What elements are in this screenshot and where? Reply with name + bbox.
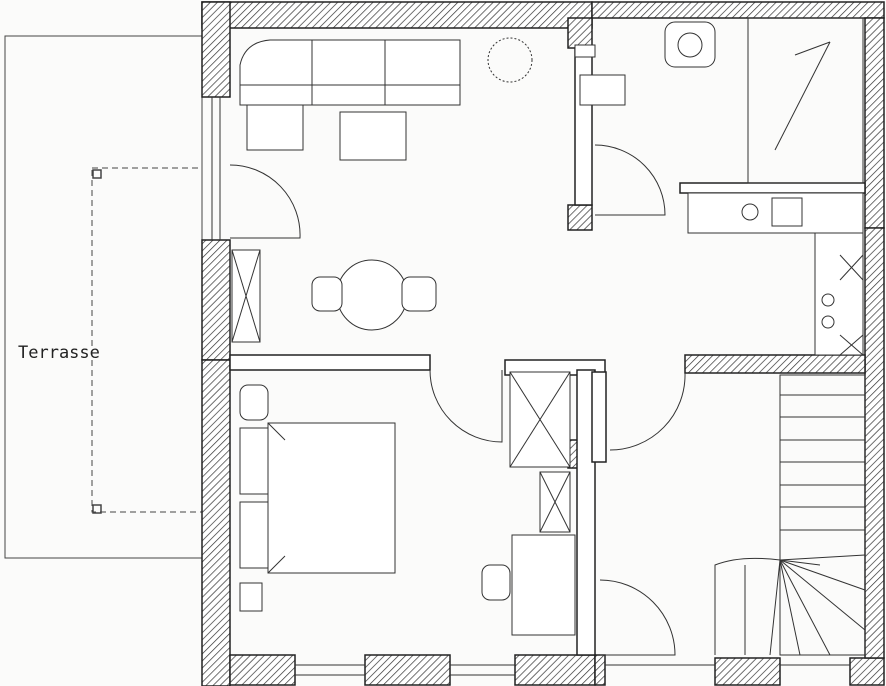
windows [211, 97, 880, 676]
terrace-label: Terrasse [18, 343, 100, 363]
bathroom-fixtures [574, 17, 864, 184]
kitchen-fixtures [687, 192, 864, 356]
staircase [714, 374, 866, 656]
walls [201, 1, 885, 686]
bedroom-furniture [239, 371, 576, 636]
living-furniture [231, 37, 533, 343]
door-swings [229, 144, 686, 656]
